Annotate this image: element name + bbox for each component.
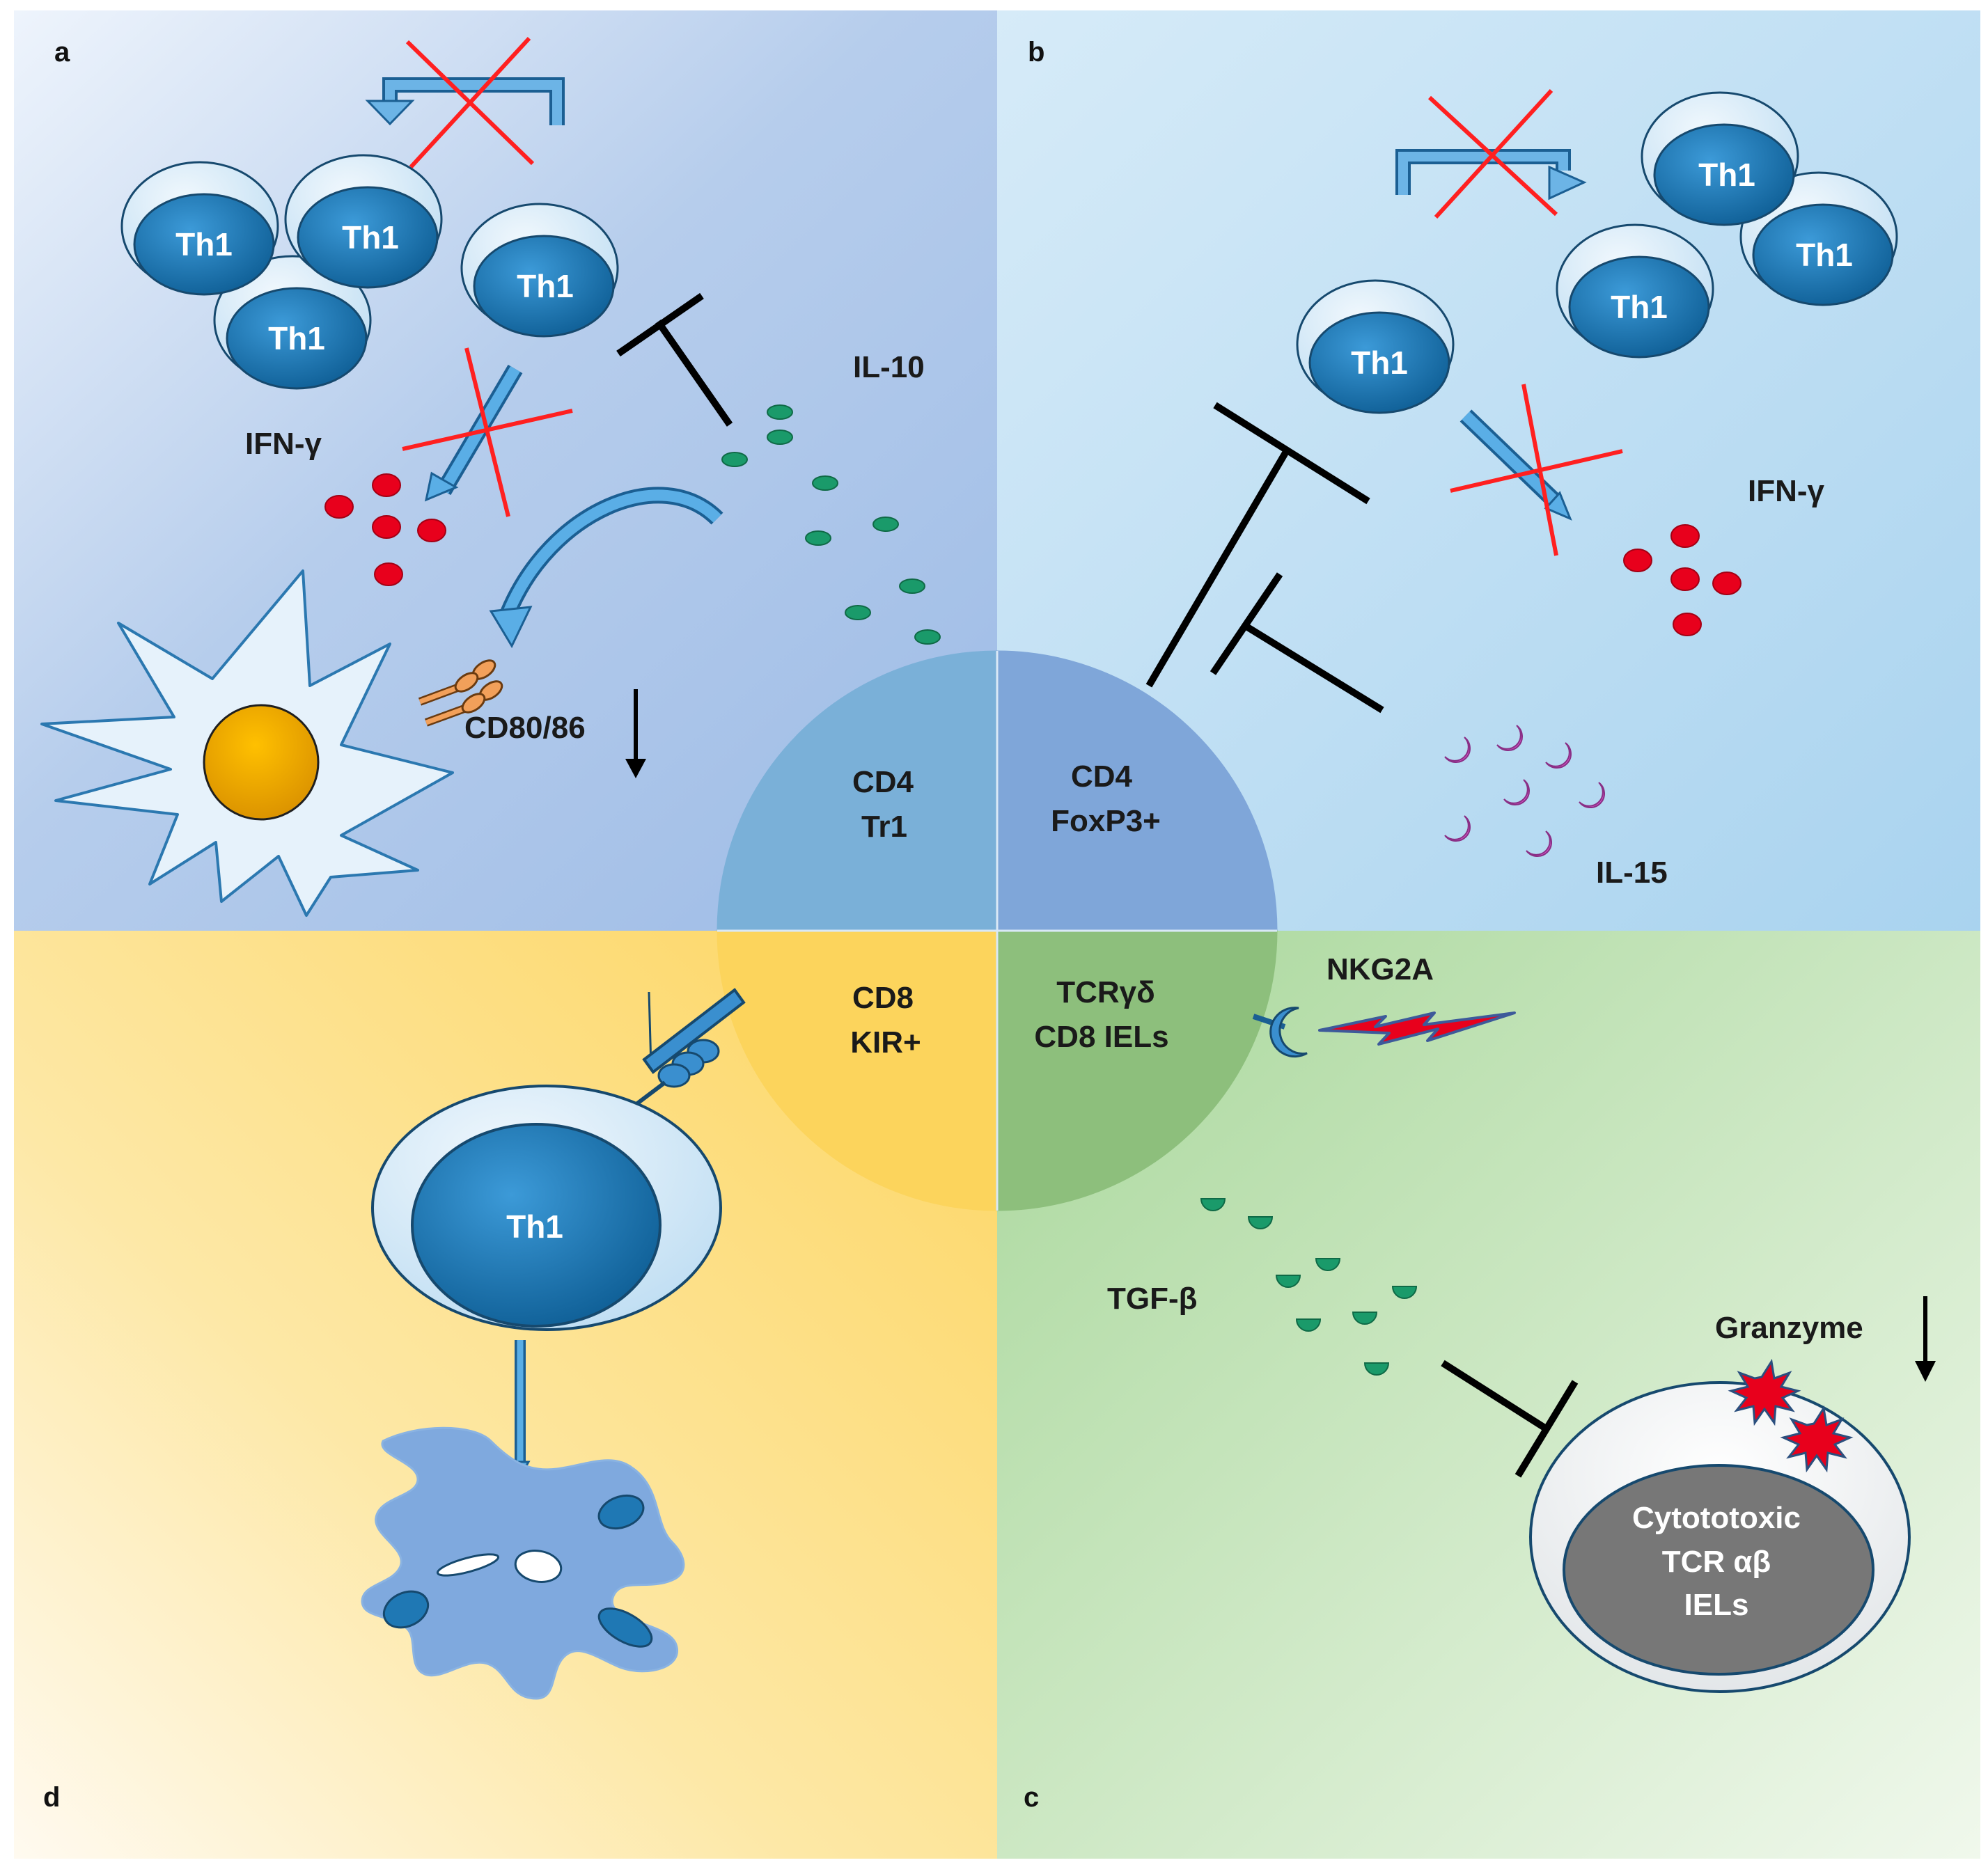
panel-a: Th1 Th1 Th1 Th1 IL-10 IFN-γ xyxy=(40,36,941,917)
inhibition-icon xyxy=(1441,1360,1579,1478)
panel-label-c: c xyxy=(1024,1782,1039,1813)
th1-cell: Th1 xyxy=(284,154,443,289)
cytotoxic-iel-cell: Cytototoxic TCR αβ IELs xyxy=(1529,1358,1911,1693)
cytotoxic-line3: IELs xyxy=(1684,1588,1749,1622)
th1-cell: Th1 xyxy=(120,161,279,296)
cytotoxic-line2: TCR αβ xyxy=(1662,1545,1771,1579)
damaged-epithelial-cell-icon xyxy=(361,1426,685,1700)
il15-molecules xyxy=(1444,725,1605,857)
th1-cell: Th1 xyxy=(1641,91,1799,226)
tr1-line1: CD4 xyxy=(852,765,914,799)
th1-label: Th1 xyxy=(1796,237,1853,273)
red-cross-icon xyxy=(402,347,573,517)
th1-label: Th1 xyxy=(1351,345,1408,381)
il10-dots xyxy=(721,404,941,645)
th1-label: Th1 xyxy=(517,268,574,304)
panel-label-d: d xyxy=(43,1782,60,1813)
panel-c: NKG2A TGF-β Granzyme xyxy=(1107,952,1936,1693)
panel-label-a: a xyxy=(54,37,70,68)
th1-cell: Th1 xyxy=(1739,171,1898,306)
kir-quarter xyxy=(717,930,998,1211)
gd-line1: TCRγδ xyxy=(1056,975,1155,1009)
tgfb-molecules xyxy=(1200,1198,1418,1376)
proliferation-arrow-icon xyxy=(1395,149,1587,200)
tr1-quarter xyxy=(717,650,998,931)
foxp3-line2: FoxP3+ xyxy=(1051,804,1161,838)
gd-line2: CD8 IELs xyxy=(1034,1020,1168,1054)
foxp3-line1: CD4 xyxy=(1071,759,1133,794)
curved-arrow-icon xyxy=(489,487,723,649)
ifng-dots xyxy=(324,473,446,586)
il10-label: IL-10 xyxy=(853,350,925,384)
cd80-86-label: CD80/86 xyxy=(464,711,586,745)
down-arrow-icon xyxy=(1915,1296,1936,1382)
inhibition-icon xyxy=(1145,402,1370,688)
ifng-dots xyxy=(1623,524,1742,636)
granzyme-label: Granzyme xyxy=(1715,1311,1863,1345)
red-cross-icon xyxy=(405,36,535,169)
th1-label: Th1 xyxy=(1611,289,1668,325)
ifng-label-a: IFN-γ xyxy=(245,427,322,461)
nkg2a-receptor-icon xyxy=(1252,1007,1308,1058)
th1-cell: Th1 xyxy=(460,203,619,338)
kir-receptor-icon xyxy=(627,988,746,1112)
il15-label: IL-15 xyxy=(1596,856,1668,890)
th1-cell: Th1 xyxy=(371,1085,722,1331)
gd-quarter xyxy=(996,930,1278,1211)
panel-b: Th1 Th1 Th1 Th1 xyxy=(1145,88,1898,890)
dendritic-cell-icon xyxy=(40,569,454,917)
central-regulatory-cell xyxy=(717,650,1278,1211)
th1-cell: Th1 xyxy=(1296,279,1455,414)
ligand-icon xyxy=(1318,1011,1516,1046)
inhibition-icon xyxy=(616,292,733,427)
cytotoxic-line1: Cytototoxic xyxy=(1632,1501,1801,1535)
kir-line1: CD8 xyxy=(852,981,914,1015)
tgfb-label: TGF-β xyxy=(1107,1282,1198,1316)
tr1-line2: Tr1 xyxy=(861,810,907,844)
th1-label: Th1 xyxy=(175,226,233,262)
th1-label: Th1 xyxy=(1698,157,1755,193)
red-cross-icon xyxy=(1427,88,1558,219)
ifng-label-b: IFN-γ xyxy=(1748,474,1825,508)
panel-d: Th1 xyxy=(361,988,746,1700)
cd80-86-receptor-icon xyxy=(418,659,503,727)
red-cross-icon xyxy=(1450,384,1623,556)
th1-label: Th1 xyxy=(506,1208,563,1245)
th1-cell: Th1 xyxy=(1556,223,1714,359)
foxp3-quarter xyxy=(996,650,1278,931)
th1-label: Th1 xyxy=(268,320,325,356)
nkg2a-label: NKG2A xyxy=(1326,952,1434,986)
inhibition-icon xyxy=(1210,572,1384,714)
secretion-arrow-icon xyxy=(1459,409,1572,521)
down-arrow-icon xyxy=(625,689,646,778)
th1-cell: Th1 xyxy=(213,255,372,390)
kir-line2: KIR+ xyxy=(850,1025,921,1060)
th1-label: Th1 xyxy=(342,219,399,255)
panel-label-b: b xyxy=(1028,37,1044,68)
granzyme-granule-icon xyxy=(1728,1358,1854,1473)
